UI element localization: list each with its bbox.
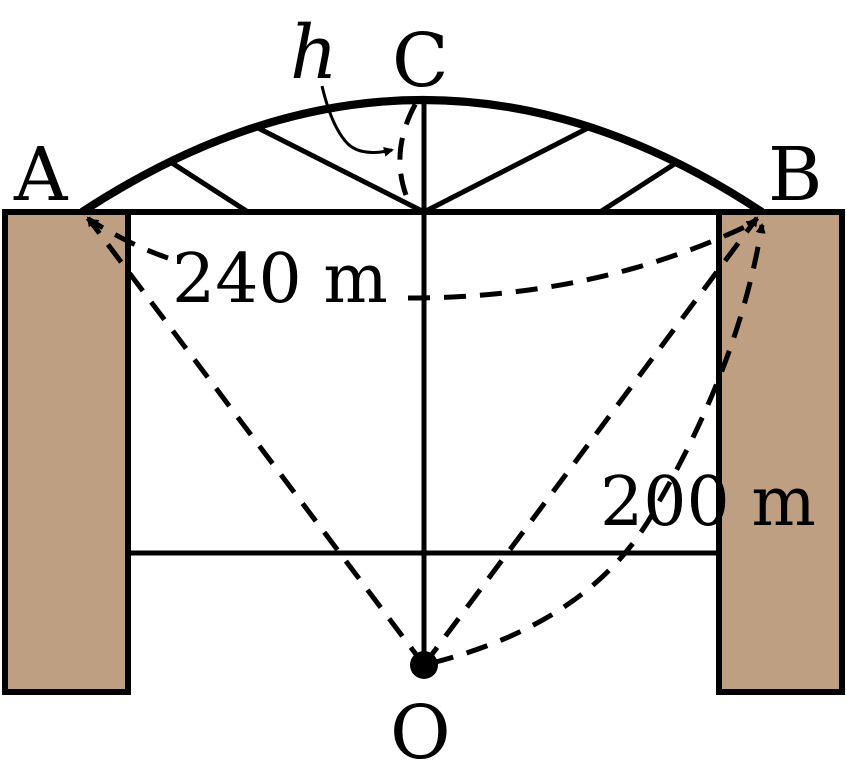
truss-member-left-inner	[256, 125, 426, 215]
radius-line-oa	[86, 216, 426, 667]
height-leader-arrow	[320, 85, 394, 157]
right-pier	[716, 209, 845, 695]
height-curve	[397, 101, 419, 196]
point-a-label: A	[13, 132, 69, 218]
point-b-label: B	[768, 132, 822, 218]
truss-member-right-outer	[598, 160, 678, 215]
radius-lines	[86, 216, 760, 667]
point-c-label: C	[392, 18, 449, 104]
truss-member-right-inner	[422, 125, 590, 215]
truss-members	[170, 125, 678, 215]
bridge-arc	[79, 96, 765, 216]
center-point-o	[410, 651, 438, 679]
radius-curve	[431, 223, 766, 666]
truss-member-left-outer	[170, 160, 250, 215]
half-span-curve	[407, 219, 757, 301]
point-o-label: O	[390, 690, 451, 776]
left-pier	[2, 209, 131, 695]
half-span-curve-left	[88, 217, 169, 261]
span-label-backing	[170, 238, 402, 308]
height-label: h	[290, 10, 338, 96]
dimension-curves	[88, 101, 766, 666]
radius-line-ob	[421, 216, 760, 667]
radius-length-label: 200 m	[600, 463, 816, 542]
span-length-label: 240 m	[172, 240, 388, 319]
